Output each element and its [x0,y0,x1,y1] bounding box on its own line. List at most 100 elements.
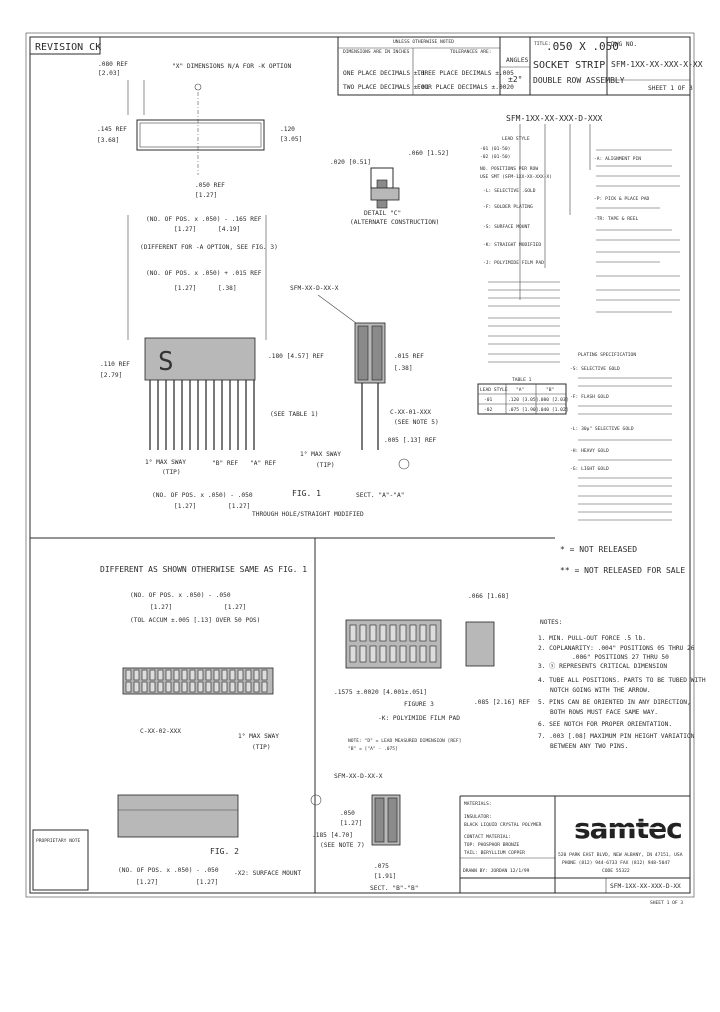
dim-180: .180 [4.57] REF [268,353,324,360]
lead-style-02: -02 (01-50) [480,154,510,160]
see-table: (SEE TABLE 1) [270,411,318,418]
option-f: -F: SOLDER PLATING [483,204,533,210]
note-1: 1. MIN. PULL-OUT FORCE .5 lb. [538,635,646,642]
lead-style-01: -01 (01-50) [480,146,510,152]
plating-spec: PLATING SPECIFICATION -S: SELECTIVE GOLD… [570,352,672,521]
fig3-caption: -K: POLYIMIDE FILM PAD [378,715,460,722]
dim-020: .020 [0.51] [330,159,371,166]
materials-header: MATERIALS: [464,801,492,807]
dim-050-ref: .050 REF [195,182,225,189]
four-place: FOUR PLACE DECIMALS ±.0020 [417,84,514,91]
not-released-sale: ** = NOT RELEASED FOR SALE [560,566,685,575]
tip-3: (TIP) [252,744,271,751]
note-7b: BETWEEN ANY TWO PINS. [550,743,628,750]
dim-080: .080 REF [98,61,128,68]
dim-120-mm: [3.05] [280,136,302,143]
plating-s: -S: SELECTIVE GOLD [570,366,620,372]
fig1-pins [149,380,255,450]
tail-value: TAIL: BERYLLIUM COPPER [464,850,525,856]
sect-bb: SECT. "B"-"B" [370,885,418,892]
fig1-break-mark: S [158,347,174,377]
tol-label: TOLERANCES ARE: [450,49,492,55]
sheet-value: SHEET 1 OF 3 [648,85,693,92]
fig3-title: FIGURE 3 [404,701,434,708]
dim-015: .015 REF [394,353,424,360]
proprietary-note: PROPRIETARY NOTE [36,838,80,844]
dim-185: .185 [4.70] [312,832,353,839]
dim-075-mm: [1.91] [374,873,396,880]
insulator-value: BLACK LIQUID CRYSTAL POLYMER [464,822,542,828]
insulator-label: INSULATOR: [464,814,492,820]
table1-h3: "B" [546,387,554,393]
table1-r2c1: -02 [484,407,493,413]
plating-h: -H: HEAVY GOLD [570,448,609,454]
lead-code-2: C-XX-02-XXX [140,728,181,735]
tolerance-header: UNLESS OTHERWISE NOTED [393,39,454,45]
see-note-5: (SEE NOTE 5) [394,419,439,426]
table1: TABLE 1 LEAD STYLE "A" "B" -01 .120 [3.0… [477,377,568,415]
fig2-side-view: SFM-XX-D-XX-X .050 [1.27] .185 [4.70] (S… [310,773,418,892]
plating-header: PLATING SPECIFICATION [578,352,636,358]
dim-050b: [1.27] [340,820,362,827]
notes-header: NOTES: [540,619,562,626]
option-k: -K: STRAIGHT MODIFIED [483,242,541,248]
contact-value: TOP: PHOSPHOR BRONZE [464,842,520,848]
fig2-contacts [125,669,268,693]
smt-note: USE SMT (SFM-1XX-XX-XXX-X) [480,174,552,180]
company-phone: PHONE (812) 944-6733 FAX (812) 948-5047 [562,860,670,866]
film-note-2: "B" = ["A" - .075] [348,746,398,752]
tol-accum: (TOL ACCUM ±.005 [.13] OVER 50 POS) [130,617,260,624]
part-number-code: SFM-1XX-XX-XXX-D-XXX [506,114,603,123]
pos-a-mm: [1.27] [174,226,196,233]
fig1-front-view: (NO. OF POS. x .050) - .165 REF [1.27] [… [100,215,364,518]
pos-c-mm2: [1.27] [228,503,250,510]
note-4a: 4. TUBE ALL POSITIONS. PARTS TO BE TUBED… [538,677,706,684]
film-note: NOTE: "D" = LEAD MEASURED DIMENSION [REF… [348,738,461,744]
dwg-label: DWG NO. [611,41,637,48]
option-l: -L: SELECTIVE .GOLD [483,188,536,194]
dim-050-ref-mm: [1.27] [195,192,217,199]
dim-085: .085 [2.16] REF [474,699,530,706]
table1-h2: "A" [516,387,524,393]
three-place: THREE PLACE DECIMALS ±.005 [417,70,514,77]
table1-r1c1: -01 [484,397,493,403]
notes-section: NOTES: 1. MIN. PULL-OUT FORCE .5 lb. 2. … [538,619,706,750]
table1-r1c2: .120 [3.05] [508,397,538,403]
tip-1: (TIP) [162,469,181,476]
option-s: -S: SURFACE MOUNT [483,224,530,230]
angles-value: ±2° [508,75,522,84]
dim-080-mm: [2.03] [98,70,120,77]
note-5b: BOTH ROWS MUST FACE SAME WAY. [550,709,658,716]
note-7a: 7. .003 [.08] MAXIMUM PIN HEIGHT VARIATI… [538,733,695,740]
pos-e-mm: [1.27] [136,879,158,886]
title-line2: SOCKET STRIP [533,60,605,71]
sfm-label-2: SFM-XX-D-XX-X [334,773,383,780]
dim-1575: .1575 ±.0020 [4.001±.051] [334,689,427,696]
pos-e-label: (NO. OF POS. x .050) - .050 [118,867,219,874]
option-j: -J: POLYIMIDE FILM PAD [483,260,544,266]
revision-label: REVISION CK [35,42,101,53]
sect-aa: SECT. "A"-"A" [356,492,404,499]
table1-r2c2: .075 [1.90] [508,407,538,413]
note-4b: NOTCH GOING WITH THE ARROW. [550,687,651,694]
company-address: 520 PARK EAST BLVD, NEW ALBANY, IN 47151… [558,852,683,858]
note-6: 6. SEE NOTCH FOR PROPER ORIENTATION. [538,721,672,728]
plating-g: -G: LIGHT GOLD [570,466,609,472]
detail-c-sub: (ALTERNATE CONSTRUCTION) [350,219,439,226]
dim-005: .005 [.13] REF [384,437,436,444]
note-2b: .006" POSITIONS 27 THRU 50 [572,654,669,661]
a-label: "A" REF [250,460,276,467]
dim-050a: .050 [340,810,355,817]
dim-066: .066 [1.68] [468,593,509,600]
lead-code-1: C-XX-01-XXX [390,409,431,416]
title-line3: DOUBLE ROW ASSEMBLY [533,76,625,85]
dim-060: .060 [1.52] [408,150,449,157]
lead-style-note: LEAD STYLE [502,136,530,142]
pos-d-mm2: [1.27] [224,604,246,611]
no-positions-note: NO. POSITIONS PER ROW [480,166,538,172]
diff-note: (DIFFERENT FOR -A OPTION, SEE FIG. 3) [140,244,278,251]
b-label: "B" REF [212,460,238,467]
x-dims-note: "X" DIMENSIONS N/A FOR -K OPTION [172,63,291,70]
fig1-body [144,337,256,381]
